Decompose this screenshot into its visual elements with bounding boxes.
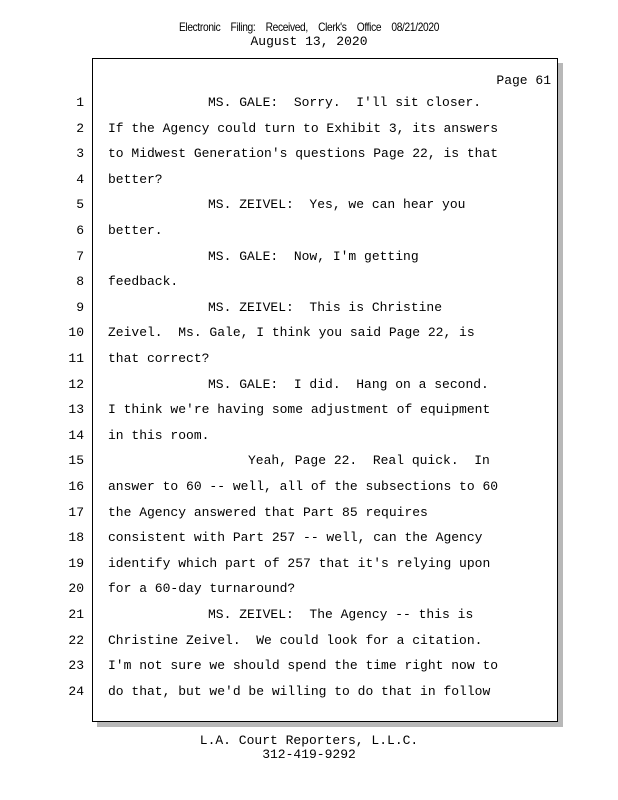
transcript-line: Yeah, Page 22. Real quick. In	[248, 453, 490, 469]
line-number: 13	[68, 402, 84, 418]
transcript-line: If the Agency could turn to Exhibit 3, i…	[108, 120, 499, 136]
line-number: 16	[68, 479, 84, 494]
transcript-date: August 13, 2020	[250, 34, 368, 49]
transcript-line: better.	[108, 223, 163, 238]
line-number: 20	[68, 581, 84, 597]
footer-company: L.A. Court Reporters, L.L.C.	[199, 733, 419, 748]
transcript-page: Page 61	[92, 58, 558, 722]
line-number: 4	[76, 171, 84, 187]
transcript-line: that correct?	[108, 351, 210, 366]
transcript-line: for a 60-day turnaround?	[108, 581, 296, 597]
filing-word: Clerk's	[318, 20, 347, 34]
transcript-line: MS. ZEIVEL: The Agency -- this is	[208, 607, 474, 622]
line-number: 11	[68, 351, 84, 366]
line-number: 24	[68, 683, 84, 699]
transcript-line: better?	[108, 171, 163, 187]
filing-date: 08/21/2020	[391, 20, 440, 34]
line-number: 9	[76, 299, 84, 315]
transcript-line: MS. ZEIVEL: Yes, we can hear you	[208, 197, 466, 213]
line-number: 3	[76, 146, 84, 162]
filing-stamp: Electronic Filing: Received, Clerk's Office 0…	[46, 20, 571, 34]
line-number: 8	[76, 274, 84, 290]
line-number: 12	[68, 376, 84, 392]
transcript-line: identify which part of 257 that it's rel…	[108, 555, 491, 571]
page-number: Page 61	[496, 73, 551, 88]
line-number: 15	[68, 453, 84, 469]
transcript-line: in this room.	[108, 427, 210, 443]
filing-word: Electronic	[178, 20, 221, 34]
line-number: 23	[68, 658, 84, 674]
line-number: 6	[76, 223, 84, 238]
transcript-line: I'm not sure we should spend the time ri…	[108, 658, 499, 674]
line-number: 10	[68, 325, 84, 341]
transcript-line: feedback.	[108, 274, 179, 290]
transcript-line: to Midwest Generation's questions Page 2…	[108, 146, 499, 162]
transcript-line: MS. GALE: Now, I'm getting	[208, 248, 419, 264]
transcript-line: MS. GALE: I did. Hang on a second.	[208, 376, 489, 392]
filing-word: Filing:	[230, 20, 256, 34]
footer-phone: 312-419-9292	[262, 747, 356, 762]
line-number: 5	[76, 197, 84, 213]
line-number: 2	[76, 120, 84, 136]
line-number: 14	[68, 427, 84, 443]
transcript-line: the Agency answered that Part 85 require…	[108, 504, 428, 520]
line-number: 22	[68, 632, 84, 648]
line-number: 1	[76, 95, 84, 110]
line-number: 17	[68, 504, 84, 520]
transcript-line: consistent with Part 257 -- well, can th…	[108, 530, 483, 546]
transcript-line: answer to 60 -- well, all of the subsect…	[108, 479, 499, 494]
transcript-line: MS. GALE: Sorry. I'll sit closer.	[208, 95, 482, 110]
transcript-line: I think we're having some adjustment of …	[108, 402, 491, 418]
line-number: 7	[76, 248, 84, 264]
filing-word: Received,	[265, 20, 309, 34]
transcript-line: Zeivel. Ms. Gale, I think you said Page …	[108, 325, 475, 341]
line-number: 19	[68, 555, 84, 571]
transcript-line: do that, but we'd be willing to do that …	[108, 683, 491, 699]
transcript-line: MS. ZEIVEL: This is Christine	[208, 299, 443, 315]
line-number: 18	[68, 530, 84, 546]
line-number: 21	[68, 607, 84, 622]
transcript-line: Christine Zeivel. We could look for a ci…	[108, 632, 483, 648]
filing-word: Office	[356, 20, 382, 34]
